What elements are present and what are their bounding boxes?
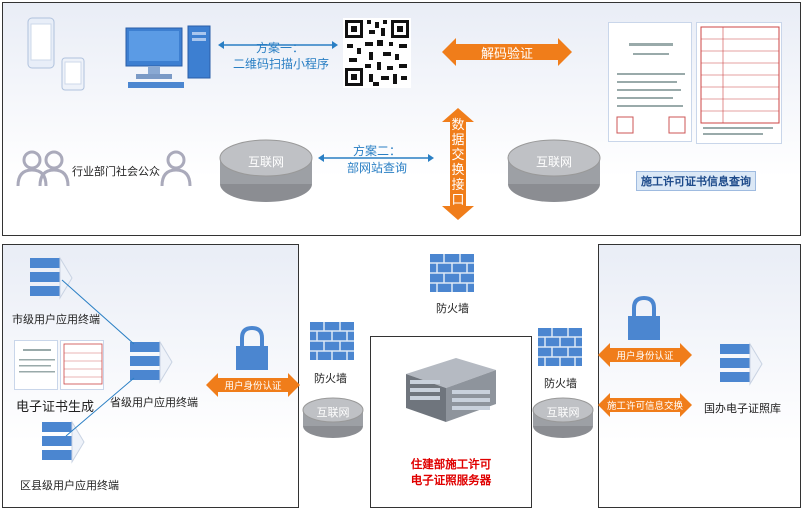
national-library-label: 国办电子证照库 (704, 402, 781, 415)
data-exchange-arrow (442, 108, 474, 220)
server-title-line1: 住建部施工许可 (410, 457, 492, 471)
public-users-icon (16, 150, 70, 187)
bottom-right-panel (598, 244, 801, 508)
internet-node-top-right (507, 139, 601, 202)
auth-label-left: 用户身份认证 (224, 381, 282, 392)
internet-label-top-left: 互联网 (247, 155, 284, 169)
plan2-description: 部网站查询 (346, 161, 407, 175)
province-terminal-label: 省级用户应用终端 (110, 396, 198, 409)
plan1-description: 二维码扫描小程序 (232, 57, 329, 71)
firewall-icon-right (538, 328, 582, 366)
data-exchange-label: 数据交换接口 (451, 118, 465, 208)
ecert-document-back (60, 340, 104, 390)
auth-arrow-left (206, 373, 300, 397)
internet-label-bottom-right: 互联网 (546, 406, 580, 419)
permit-certificate-front (608, 22, 692, 142)
firewall-label-right: 防火墙 (544, 377, 577, 390)
desktop-computer-icon (125, 25, 211, 88)
internet-node-bottom-right (532, 397, 594, 438)
decode-verify-arrow (442, 38, 572, 66)
national-library-server-icon (720, 342, 763, 386)
firewall-icon-top (430, 254, 474, 292)
plan2-double-arrow (318, 154, 434, 162)
mobile-device-icon (27, 17, 85, 91)
ecert-generate-label: 电子证书生成 (16, 400, 95, 415)
internet-node-bottom-left (302, 397, 364, 438)
firewall-label-top: 防火墙 (436, 302, 469, 315)
auth-label-right: 用户身份认证 (616, 351, 674, 362)
auth-arrow-right (598, 343, 692, 367)
county-terminal-server-icon (42, 420, 85, 464)
plan1-double-arrow (218, 41, 338, 49)
info-exchange-label: 施工许可信息交换 (606, 401, 683, 412)
firewall-label-left: 防火墙 (314, 372, 347, 385)
internet-node-top-left (219, 139, 313, 202)
qr-code-icon (343, 18, 411, 88)
province-terminal-server-icon (130, 340, 173, 384)
internet-label-bottom-left: 互联网 (316, 406, 350, 419)
county-terminal-label: 区县级用户应用终端 (20, 479, 119, 492)
decode-verify-label: 解码验证 (480, 47, 533, 62)
internet-label-top-right: 互联网 (535, 155, 572, 169)
plan2-label: 方案二： (352, 144, 401, 158)
city-terminal-label: 市级用户应用终端 (12, 313, 100, 326)
server-title-line2: 电子证照服务器 (410, 473, 492, 487)
permit-query-label: 施工许可证书信息查询 (636, 171, 756, 191)
firewall-icon-left (310, 322, 354, 360)
ecert-document-front (14, 340, 58, 390)
single-user-icon (160, 150, 192, 187)
lock-icon-right (628, 296, 660, 340)
info-exchange-arrow (598, 393, 692, 417)
city-terminal-server-icon (30, 256, 73, 300)
plan1-label: 方案一： (255, 41, 304, 55)
server-rack-icon (406, 358, 496, 422)
lock-icon-left (236, 326, 268, 370)
public-users-label: 行业部门社会公众 (72, 165, 160, 178)
permit-certificate-back (696, 22, 782, 144)
